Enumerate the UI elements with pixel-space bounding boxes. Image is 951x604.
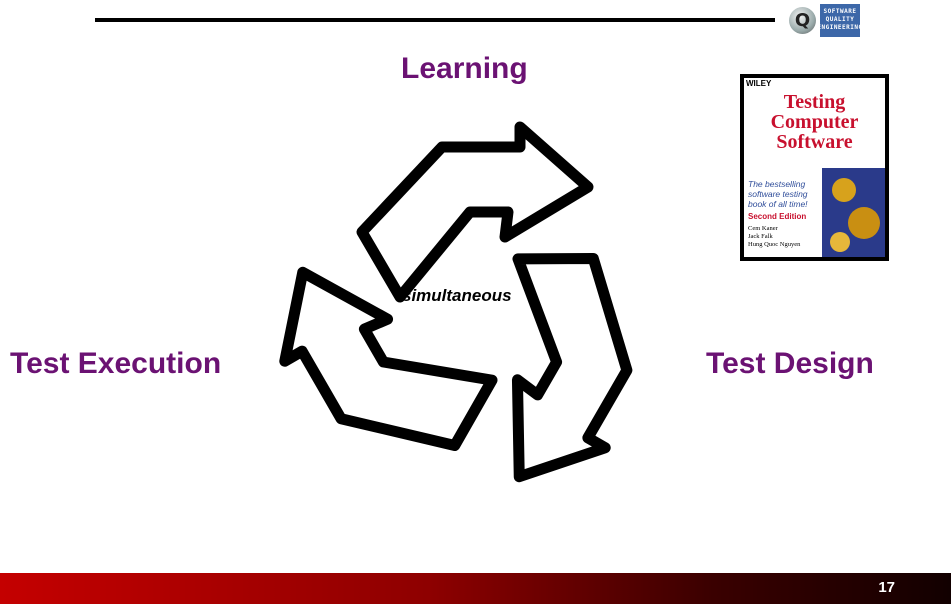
book-gears-icon <box>822 168 885 257</box>
book-cover: WILEY Testing Computer Software The best… <box>740 74 889 261</box>
book-author: Jack Falk <box>748 233 773 240</box>
label-test-design: Test Design <box>706 347 874 380</box>
logo-line-2: QUALITY <box>825 16 855 23</box>
book-tagline: The bestselling software testing book of… <box>748 179 808 209</box>
label-simultaneous: simultaneous <box>402 286 512 305</box>
page-number: 17 <box>878 579 895 596</box>
book-publisher: WILEY <box>746 79 772 88</box>
logo-line-1: SOFTWARE <box>823 8 857 15</box>
label-test-execution: Test Execution <box>10 347 222 380</box>
book-title-line-1: Testing <box>783 91 846 113</box>
book-title: Testing Computer Software <box>744 92 885 152</box>
top-rule <box>95 18 775 22</box>
book-author: Hung Quoc Nguyen <box>748 241 801 248</box>
book-title-line-3: Software <box>776 131 853 153</box>
logo-letter: Q <box>789 6 816 34</box>
footer-bar: 17 <box>0 573 951 604</box>
recycle-arrow-right <box>424 226 684 507</box>
book-title-line-2: Computer <box>770 111 859 133</box>
logo-text-box: SOFTWARE QUALITY ENGINEERING <box>817 3 863 37</box>
book-cover-inner: WILEY Testing Computer Software The best… <box>744 78 885 257</box>
logo-line-3: ENGINEERING <box>817 24 863 31</box>
recycle-arrow-top <box>362 127 588 297</box>
label-learning: Learning <box>401 52 528 85</box>
sqe-logo-icon: Q SOFTWARE QUALITY ENGINEERING <box>789 3 863 37</box>
recycle-arrows <box>251 127 684 507</box>
book-author: Cem Kaner <box>748 225 778 232</box>
book-authors: Cem Kaner Jack Falk Hung Quoc Nguyen <box>748 225 800 249</box>
book-edition: Second Edition <box>748 212 807 221</box>
